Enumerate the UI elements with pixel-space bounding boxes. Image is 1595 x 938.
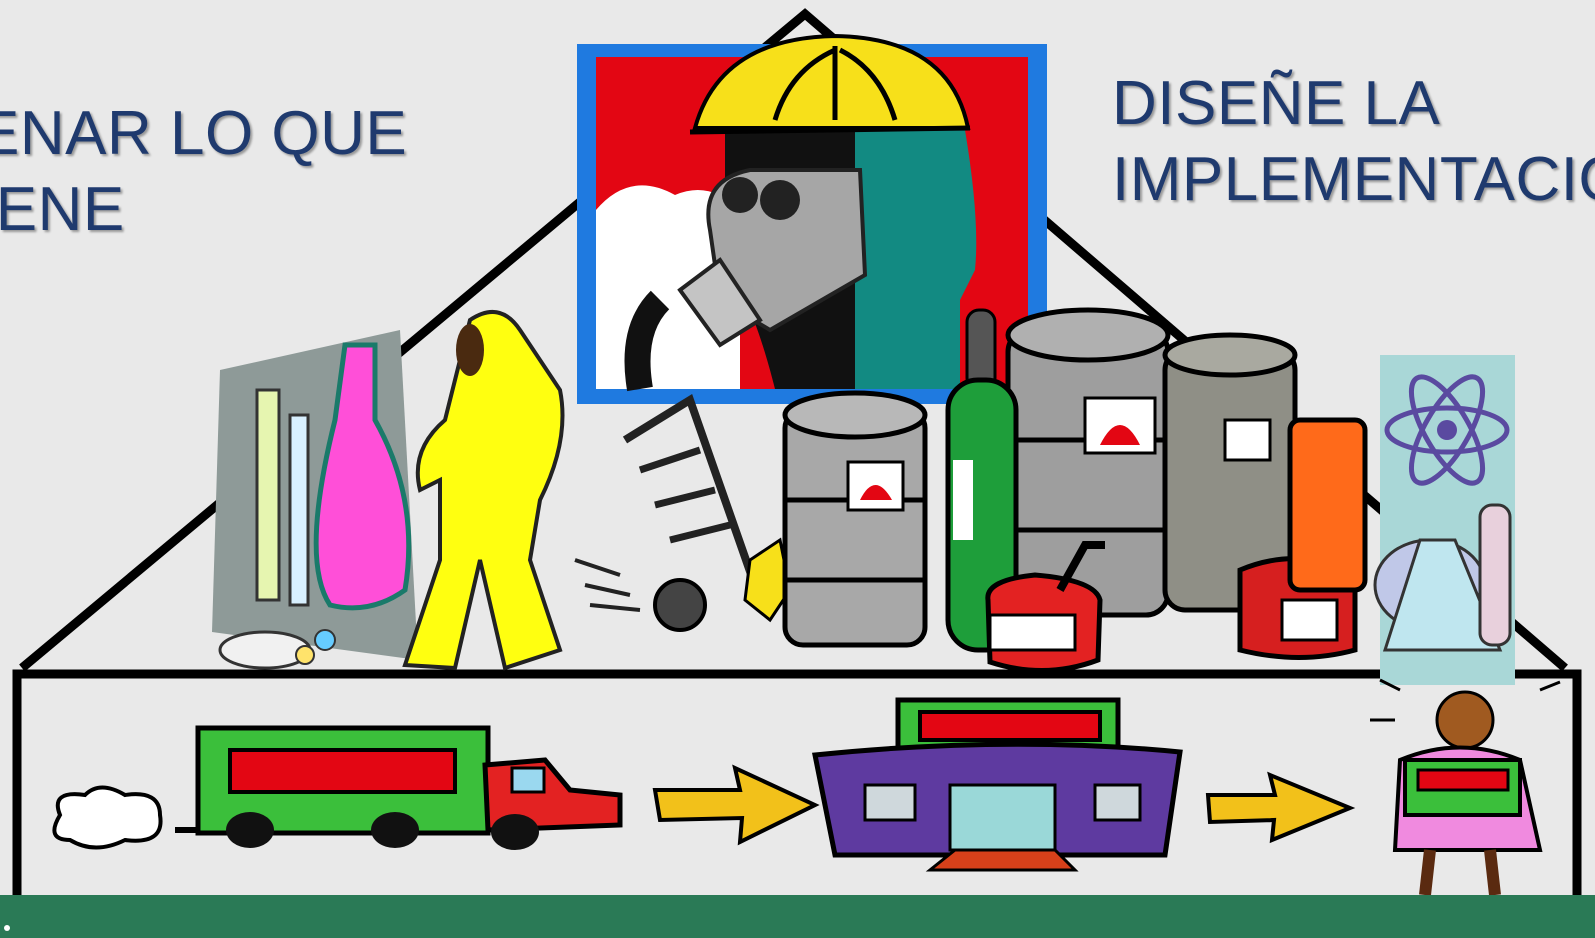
- factory-building-icon: [815, 700, 1180, 870]
- left-heading-line-1: ENAR LO QUE: [0, 96, 407, 172]
- hazmat-suit-person-icon: [405, 312, 563, 668]
- right-heading-line-1: DISEÑE LA: [1112, 66, 1595, 142]
- left-heading: ENAR LO QUE IENE: [0, 96, 407, 248]
- left-heading-line-2: IENE: [0, 172, 407, 248]
- person-holding-box-icon: [1370, 680, 1560, 895]
- delivery-truck-icon: [54, 728, 620, 850]
- footer-dot: [4, 925, 10, 931]
- right-heading-line-2: IMPLEMENTACIO: [1112, 142, 1595, 218]
- footer-bar: [0, 895, 1595, 938]
- hand-truck-icon: [575, 400, 790, 630]
- right-heading: DISEÑE LA IMPLEMENTACIO: [1112, 66, 1595, 218]
- lab-glassware-icon: [212, 330, 418, 668]
- atom-flask-icon: [1375, 355, 1515, 685]
